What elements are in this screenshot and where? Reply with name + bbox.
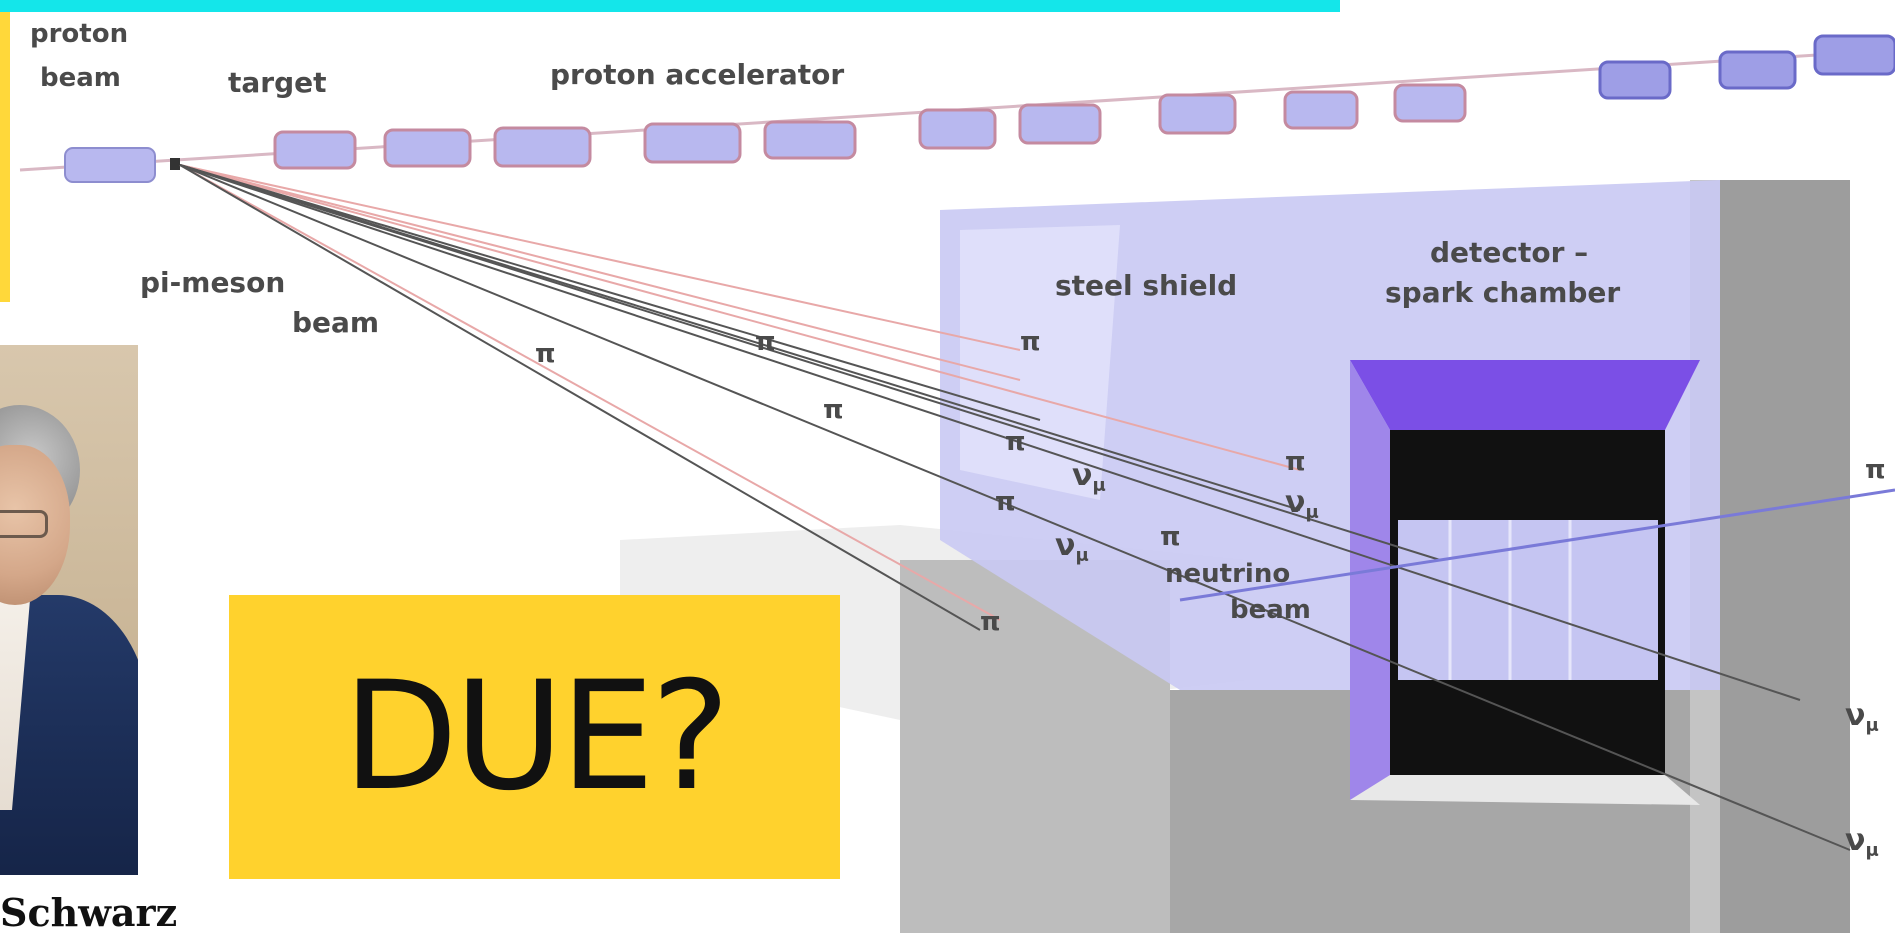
due-highlight-box: DUE? (229, 595, 840, 879)
label-target: target (228, 66, 327, 99)
chamber-window (1398, 520, 1658, 680)
label-detector: detector – (1430, 236, 1588, 269)
label-pi-meson-beam: beam (292, 306, 379, 339)
magnet (1815, 36, 1895, 74)
target-marker (170, 158, 180, 170)
label-pi-meson: pi-meson (140, 266, 285, 299)
pi-symbol: π (1005, 427, 1026, 457)
portrait-caption: Schwarz (0, 890, 177, 933)
magnet (495, 128, 590, 166)
label-proton-accelerator: proton accelerator (550, 58, 844, 91)
pi-symbol: π (995, 487, 1016, 517)
nu-mu-symbol: νμ (1845, 823, 1879, 861)
pi-symbol: π (535, 339, 556, 369)
magnet (920, 110, 995, 148)
chamber-left-frame (1350, 360, 1390, 800)
label-steel-shield: steel shield (1055, 269, 1237, 302)
magnet (1285, 92, 1357, 128)
chamber-top-frame (1350, 360, 1700, 430)
magnet (765, 122, 855, 158)
spark-chamber (1350, 360, 1700, 805)
magnet (65, 148, 155, 182)
label-proton-beam: beam (40, 63, 121, 93)
label-spark-chamber: spark chamber (1385, 276, 1620, 309)
magnet (1720, 52, 1795, 88)
magnet (275, 132, 355, 168)
magnet (1160, 95, 1235, 133)
portrait-photo (0, 345, 138, 875)
pi-symbol: π (755, 327, 776, 357)
due-text: DUE? (343, 662, 727, 812)
label-proton: proton (30, 19, 128, 49)
magnet (645, 124, 740, 162)
pi-symbol: π (1865, 455, 1886, 485)
pi-symbol: π (1160, 522, 1181, 552)
magnet (1020, 105, 1100, 143)
magnet (1395, 85, 1465, 121)
chamber-base (1350, 775, 1700, 805)
concrete-wall (1720, 180, 1850, 933)
portrait-glasses (0, 510, 48, 538)
pi-symbol: π (1020, 327, 1041, 357)
accelerator-magnets (65, 36, 1895, 182)
pi-symbol: π (1285, 447, 1306, 477)
pi-symbol: π (980, 607, 1001, 637)
magnet (385, 130, 470, 166)
nu-mu-symbol: νμ (1845, 698, 1879, 736)
magnet (1600, 62, 1670, 98)
label-neutrino: neutrino (1165, 559, 1290, 589)
shield-highlight (960, 225, 1120, 500)
pi-symbol: π (823, 395, 844, 425)
label-neutrino-beam: beam (1230, 595, 1311, 625)
